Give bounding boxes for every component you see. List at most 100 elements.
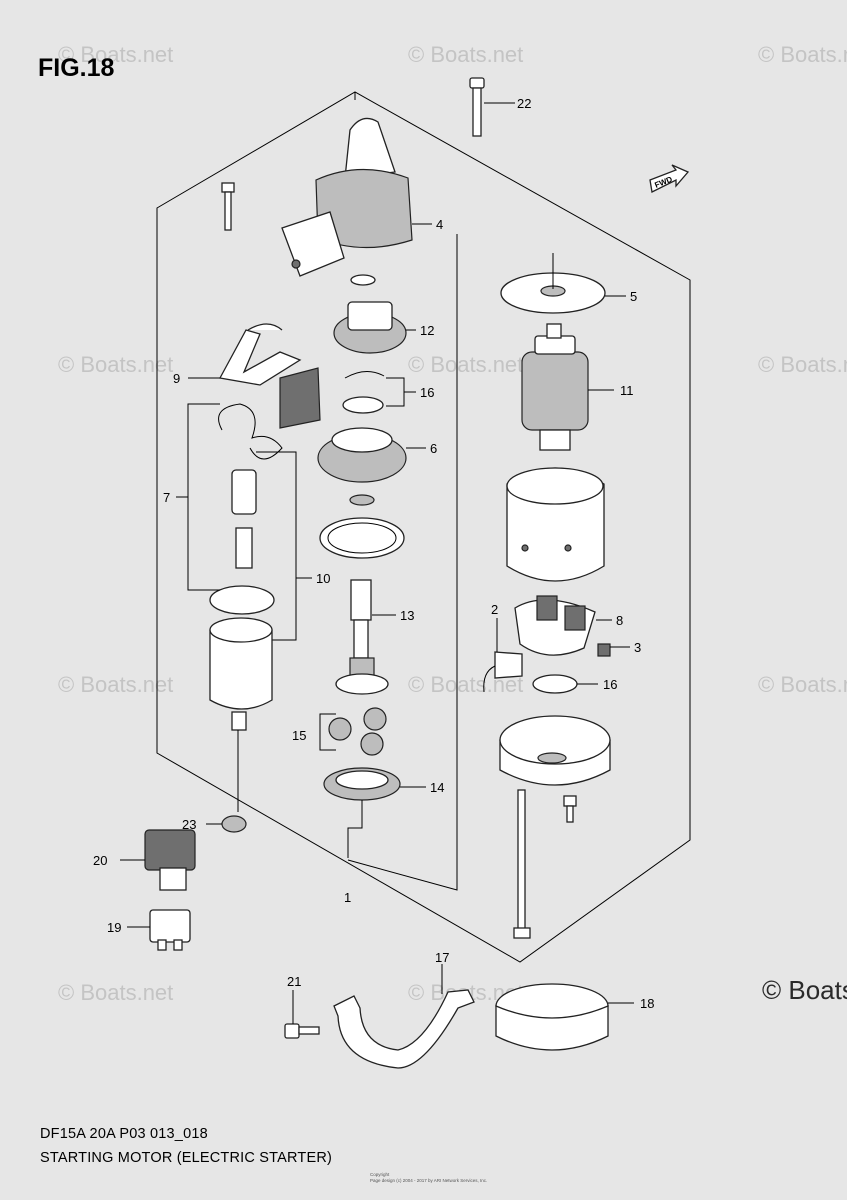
assembly-frame	[156, 91, 691, 963]
part-21-bolt	[284, 990, 320, 1039]
copyright-line-1: Copyright	[370, 1172, 390, 1177]
watermark-text: © Boats.net	[58, 352, 173, 377]
planet-gear	[328, 717, 352, 741]
pinion-gear	[347, 301, 393, 331]
watermark-text: © Boats.net	[758, 672, 847, 697]
callout-19-label: 19	[107, 920, 121, 935]
watermark-text: © Boats.net	[58, 672, 173, 697]
armature-gear	[539, 429, 571, 451]
bracket-strap	[333, 989, 475, 1069]
motor-terminal	[231, 711, 247, 731]
callout-14-label: 14	[430, 780, 444, 795]
nut-body	[221, 815, 247, 833]
wire-harness	[218, 403, 283, 460]
part-23-nut	[206, 815, 247, 833]
watermark-text: © Boats.net	[758, 352, 847, 377]
brush-plate	[209, 585, 275, 615]
end-cover-rim	[499, 715, 611, 765]
planet-gear	[363, 707, 387, 731]
end-cover	[499, 715, 611, 823]
motor-yoke	[506, 467, 605, 582]
part-19-relay	[127, 909, 191, 951]
callout-6-label: 6	[430, 441, 437, 456]
callout-11-label: 11	[620, 383, 634, 398]
yoke-rim	[506, 467, 604, 505]
relay-pin	[157, 939, 167, 951]
lead-wire	[483, 665, 496, 693]
callout-1-leader	[347, 800, 363, 858]
watermark-text: © Boats.net	[58, 980, 173, 1005]
callout-16a-label: 16	[420, 385, 434, 400]
watermark-text: © Boats.net	[408, 352, 523, 377]
lever-fork	[247, 323, 283, 331]
end-cover-bearing	[537, 752, 567, 764]
armature-shaft-top	[546, 323, 562, 339]
callout-16-bracket	[386, 377, 405, 407]
callout-17-label: 17	[435, 950, 449, 965]
callout-10-label: 10	[316, 571, 330, 586]
pinion-ring	[350, 274, 376, 286]
part-16-washer	[532, 674, 598, 694]
end-cover-screw-shank	[566, 805, 574, 823]
forward-direction-marker: FWD	[649, 164, 690, 193]
callout-18-label: 18	[640, 996, 654, 1011]
motor-cap	[209, 617, 273, 643]
brush-holder	[279, 367, 321, 429]
callout-15-bracket	[319, 713, 336, 751]
terminal-block	[494, 651, 523, 679]
bolt-head	[469, 77, 485, 89]
part-14-internal-gear	[323, 767, 426, 858]
callout-labels: 22 4 5 12 9 11 16 6 7 10 2 13 8 3 16 15 …	[93, 96, 654, 1011]
housing-washer	[349, 494, 375, 506]
armature-commutator	[534, 335, 576, 355]
washer-disc	[532, 674, 578, 694]
callout-7-label: 7	[163, 490, 170, 505]
yoke-bolt-hole	[521, 544, 529, 552]
part-20-relay	[120, 829, 196, 891]
part-5-plate	[500, 253, 626, 314]
part-7-group	[176, 367, 321, 641]
through-bolt-shank	[517, 789, 526, 933]
part-22-bolt	[469, 77, 515, 137]
brush-unit	[564, 605, 586, 631]
armature-core	[521, 351, 589, 431]
callout-21-label: 21	[287, 974, 301, 989]
figure-title: FIG.18	[38, 54, 115, 82]
retaining-ring	[344, 371, 385, 379]
bolt-head	[284, 1023, 300, 1039]
part-4-solenoid	[221, 117, 432, 277]
solenoid-hole	[291, 259, 301, 269]
small-relay-body	[149, 909, 191, 943]
watermark-layer: © Boats.net © Boats.net © Boats.net © Bo…	[58, 42, 847, 1005]
callout-22-label: 22	[517, 96, 531, 111]
part-18-band	[495, 983, 634, 1051]
watermark-large: © Boats	[762, 975, 847, 1005]
callout-1-label: 1	[344, 890, 351, 905]
solenoid-cap	[344, 117, 396, 179]
callout-15-label: 15	[292, 728, 306, 743]
part-11-armature	[521, 323, 614, 451]
callout-2-label: 2	[491, 602, 498, 617]
fwd-arrow-icon	[649, 164, 690, 193]
relay-body	[144, 829, 196, 871]
housing-top	[331, 427, 393, 453]
gasket	[319, 517, 405, 559]
washer	[342, 396, 384, 414]
part-13-shaft	[335, 579, 396, 695]
watermark-text: © Boats.net	[758, 42, 847, 67]
gasket-inner	[327, 522, 397, 554]
shaft-flange	[335, 673, 389, 695]
callout-16b-label: 16	[603, 677, 617, 692]
small-motor	[209, 617, 273, 812]
yoke-bolt-hole	[564, 544, 572, 552]
watermark-text: © Boats.net	[58, 42, 173, 67]
lever-body	[218, 329, 302, 386]
part-17-bracket	[333, 964, 475, 1069]
part-16-retainer-set	[342, 371, 416, 414]
bolt-shank	[472, 87, 482, 137]
figure-caption: STARTING MOTOR (ELECTRIC STARTER)	[40, 1150, 333, 1166]
part-12-pinion	[333, 274, 416, 354]
brush-unit	[536, 595, 558, 621]
brush-block	[231, 469, 257, 515]
